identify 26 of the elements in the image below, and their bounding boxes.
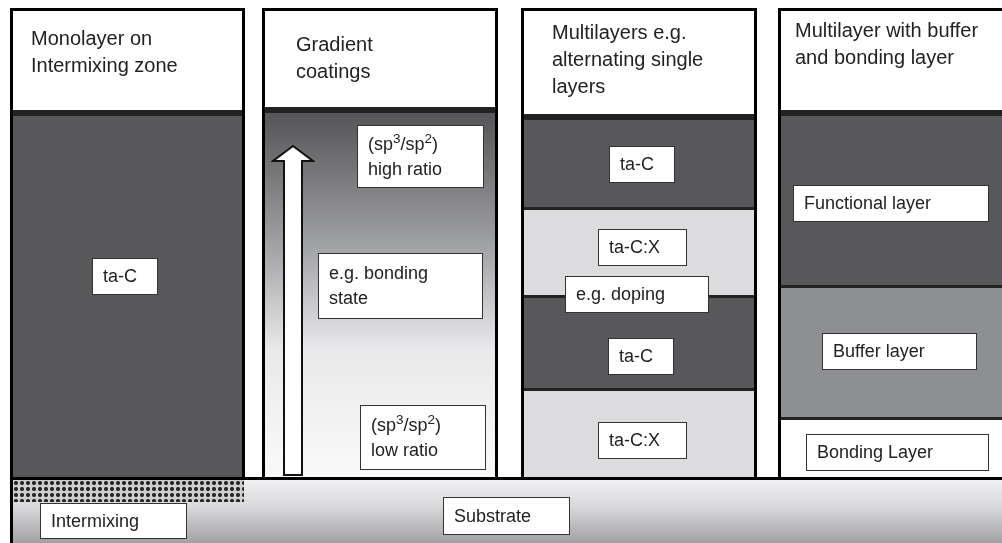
coating-layer bbox=[781, 285, 1002, 417]
layer-label: Buffer layer bbox=[822, 333, 977, 370]
coating-layer bbox=[13, 113, 242, 477]
layer-label: ta-C bbox=[608, 338, 674, 375]
layer-label: Bonding Layer bbox=[806, 434, 989, 471]
coating-layer bbox=[781, 113, 1002, 285]
coating-column bbox=[778, 8, 1002, 480]
coating-column bbox=[262, 8, 498, 480]
layer-label: ta-C:X bbox=[598, 422, 687, 459]
coating-layer bbox=[524, 388, 754, 477]
coating-column bbox=[521, 8, 757, 480]
layer-label: Functional layer bbox=[793, 185, 989, 222]
gradient-layer bbox=[265, 110, 495, 477]
layer-label: Substrate bbox=[443, 497, 570, 535]
layer-label: ta-C:X bbox=[598, 229, 687, 266]
layer-label: Intermixing bbox=[40, 503, 187, 539]
coating-column bbox=[10, 8, 245, 480]
coating-layer bbox=[524, 117, 754, 207]
layer-label: ta-C bbox=[92, 258, 158, 295]
substrate-layer bbox=[10, 477, 1002, 543]
layer-label: e.g. bonding state bbox=[318, 253, 483, 319]
layer-label: (sp$^{3}$/sp$^{2}$) high ratio bbox=[357, 125, 484, 188]
layer-label: (sp$^{3}$/sp$^{2}$) low ratio bbox=[360, 405, 486, 470]
layer-label: ta-C bbox=[609, 146, 675, 183]
intermixing-zone bbox=[13, 480, 244, 502]
layer-label: e.g. doping bbox=[565, 276, 709, 313]
